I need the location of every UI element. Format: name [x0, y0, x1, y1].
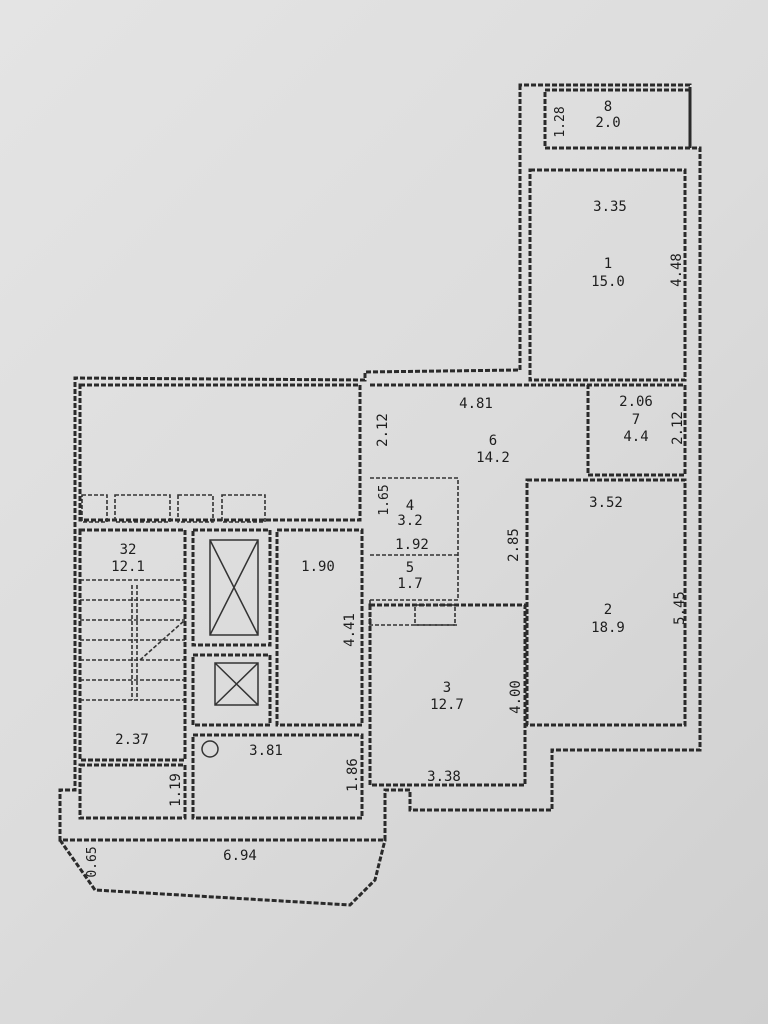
stair-number: 32 [120, 542, 137, 558]
room-6-area: 14.2 [476, 450, 510, 466]
dim-room-4-height: 1.65 [377, 484, 392, 515]
dim-room-2-length: 5.45 [672, 591, 688, 625]
room-1-number: 1 [604, 256, 612, 272]
stair-area: 12.1 [111, 559, 145, 575]
room-2-area: 18.9 [591, 620, 625, 636]
dim-room-3-width: 3.38 [427, 769, 461, 785]
dim-room-7-height: 2.12 [670, 411, 686, 445]
dim-room-6-width: 4.81 [459, 396, 493, 412]
dim-room-3-height: 4.00 [508, 680, 524, 714]
dim-room-1-length: 4.48 [669, 253, 685, 287]
dim-corridor: 2.85 [506, 528, 522, 562]
room-7-area: 4.4 [623, 429, 648, 445]
dim-room-4-width: 1.92 [395, 537, 429, 553]
room-5-area: 1.7 [397, 576, 422, 592]
room-1-area: 15.0 [591, 274, 625, 290]
room-2-number: 2 [604, 602, 612, 618]
room-5-number: 5 [406, 560, 414, 576]
room-8-area: 2.0 [595, 115, 620, 131]
dim-hall-length: 4.41 [342, 613, 358, 647]
room-7-number: 7 [632, 412, 640, 428]
room-3-number: 3 [443, 680, 451, 696]
dim-balcony-width: 6.94 [223, 848, 257, 864]
dim-room-7-width: 2.06 [619, 394, 653, 410]
dim-room-8: 1.28 [553, 106, 568, 137]
room-3-area: 12.7 [430, 697, 464, 713]
dim-hall-width: 1.90 [301, 559, 335, 575]
dim-lobby-width: 3.81 [249, 743, 283, 759]
walls [58, 83, 702, 907]
dim-room-2-width: 3.52 [589, 495, 623, 511]
labels: 8 2.0 1.28 3.35 1 15.0 4.48 4.81 6 14.2 … [85, 99, 688, 878]
room-4-number: 4 [406, 498, 414, 514]
dim-lobby-height: 1.86 [345, 758, 361, 792]
room-6-number: 6 [489, 433, 497, 449]
room-4-area: 3.2 [397, 513, 422, 529]
dim-room-1-width: 3.35 [593, 199, 627, 215]
dim-small-room: 1.19 [168, 773, 184, 807]
dim-balcony-depth: 0.65 [85, 846, 100, 877]
dim-room-6-height: 2.12 [375, 413, 391, 447]
dim-vestibule: 2.37 [115, 732, 149, 748]
room-8-number: 8 [604, 99, 612, 115]
